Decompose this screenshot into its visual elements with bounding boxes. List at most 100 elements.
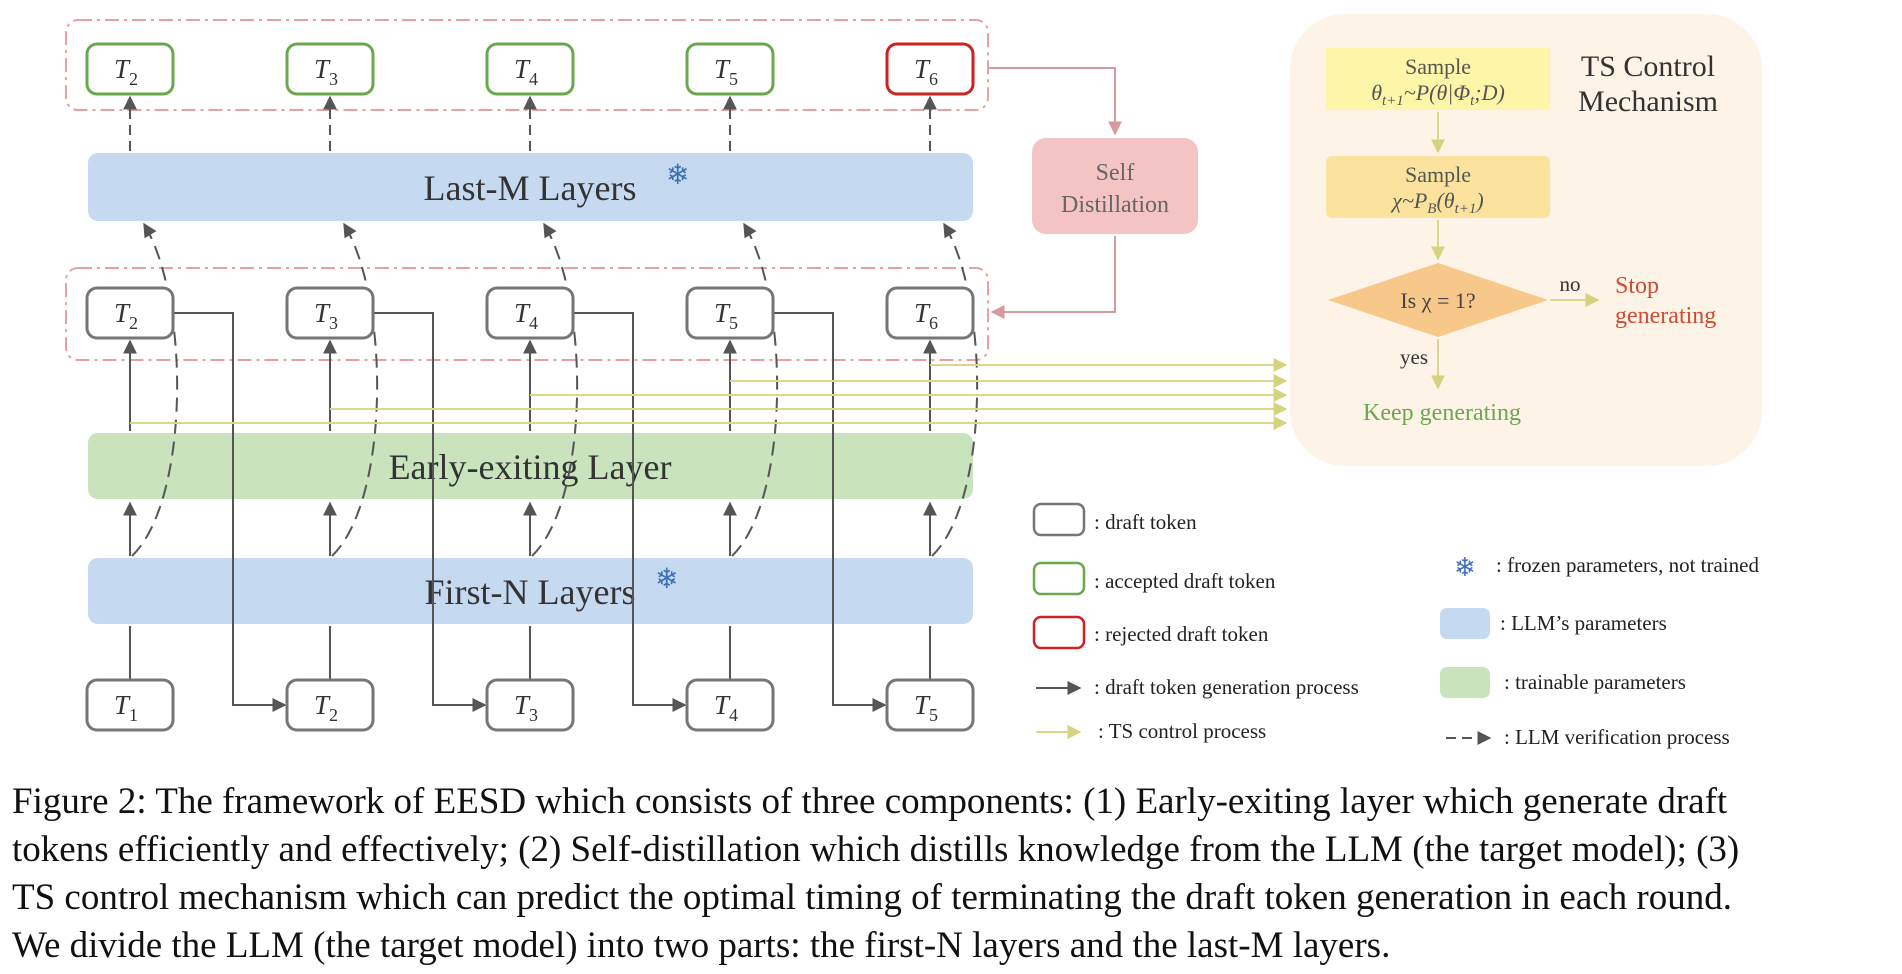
token-box: T4 <box>485 42 575 96</box>
verification-curve <box>131 222 179 557</box>
token-letter: T <box>314 690 331 720</box>
token-letter: T <box>314 54 331 84</box>
caption-line: tokens efficiently and effectively; (2) … <box>12 829 1740 870</box>
early-exiting-layer-bar <box>88 433 973 499</box>
self-distillation-arrow-out <box>990 236 1116 319</box>
token-subscript: 6 <box>929 313 938 333</box>
draft-generation-connectors <box>123 95 937 712</box>
token-letter: T <box>914 54 931 84</box>
token-label: T2 <box>114 298 138 333</box>
sample-chi-formula: χ~PB(θt+1) <box>1390 188 1483 217</box>
token-letter: T <box>714 690 731 720</box>
token-subscript: 3 <box>529 705 538 725</box>
token-border <box>885 678 975 732</box>
token-box: T5 <box>885 678 975 732</box>
caption-line: Figure 2: The framework of EESD which co… <box>12 781 1728 822</box>
ts-control-title-line2: Mechanism <box>1578 85 1718 118</box>
self-distillation-box <box>1032 138 1198 234</box>
token-box: T5 <box>685 42 775 96</box>
token-label: T1 <box>114 690 138 725</box>
ts-control-connectors <box>130 358 1288 430</box>
token-border <box>685 42 775 96</box>
token-subscript: 2 <box>129 69 138 89</box>
token-subscript: 6 <box>929 69 938 89</box>
first-n-layers-label: First-N Layers <box>425 572 636 612</box>
token-label: T2 <box>114 54 138 89</box>
token-subscript: 2 <box>129 313 138 333</box>
token-label: T6 <box>914 54 938 89</box>
decision-diamond <box>1328 263 1548 337</box>
token-box: T6 <box>885 286 975 340</box>
token-label: T5 <box>714 298 738 333</box>
token-letter: T <box>514 690 531 720</box>
token-border <box>285 678 375 732</box>
token-subscript: 4 <box>529 313 538 333</box>
sample-theta-label: Sample <box>1405 54 1471 79</box>
legend-generation-text: : draft token generation process <box>1094 675 1359 699</box>
early-exiting-layer-label: Early-exiting Layer <box>389 447 672 487</box>
token-letter: T <box>114 54 131 84</box>
token-subscript: 3 <box>329 69 338 89</box>
eesd-framework-diagram: Last-M Layers ❄ Early-exiting Layer Firs… <box>65 14 1762 749</box>
token-subscript: 5 <box>929 705 938 725</box>
caption-line: TS control mechanism which can predict t… <box>12 877 1732 918</box>
feedback-arrow <box>173 312 287 712</box>
decision-label: Is χ = 1? <box>1400 288 1475 313</box>
stop-label-line2: generating <box>1615 303 1716 329</box>
legend-frozen-text: : frozen parameters, not trained <box>1496 553 1759 577</box>
token-box: T3 <box>485 678 575 732</box>
token-border <box>885 42 975 96</box>
legend-verification-text: : LLM verification process <box>1504 725 1730 749</box>
no-label: no <box>1560 272 1581 296</box>
sample-chi-box <box>1326 156 1550 218</box>
token-label: T5 <box>914 690 938 725</box>
ts-control-title-line1: TS Control <box>1581 50 1715 83</box>
token-letter: T <box>914 690 931 720</box>
token-border <box>85 286 175 340</box>
token-subscript: 5 <box>729 313 738 333</box>
legend-accepted-text: : accepted draft token <box>1094 569 1276 593</box>
token-label: T4 <box>714 690 738 725</box>
verification-connectors <box>131 222 979 557</box>
token-subscript: 3 <box>329 313 338 333</box>
token-box: T2 <box>285 678 375 732</box>
snowflake-icon: ❄ <box>1454 553 1476 582</box>
verification-curve <box>531 222 579 557</box>
token-label: T3 <box>314 298 338 333</box>
token-border <box>285 286 375 340</box>
token-label: T2 <box>314 690 338 725</box>
token-box: T4 <box>685 678 775 732</box>
self-distillation-label-line1: Self <box>1096 160 1135 186</box>
token-box: T4 <box>485 286 575 340</box>
middle-token-group-frame <box>65 267 989 361</box>
snowflake-icon: ❄ <box>655 564 678 595</box>
token-box: T2 <box>85 42 175 96</box>
legend-llm-text: : LLM’s parameters <box>1500 611 1667 635</box>
verification-curve <box>731 222 779 557</box>
token-letter: T <box>114 298 131 328</box>
stop-label-line1: Stop <box>1615 273 1659 299</box>
feedback-arrow <box>373 312 487 712</box>
token-subscript: 4 <box>529 69 538 89</box>
token-border <box>685 286 775 340</box>
first-n-layers-bar <box>88 558 973 624</box>
token-border <box>485 42 575 96</box>
last-m-layers-label: Last-M Layers <box>424 168 637 208</box>
caption-line: We divide the LLM (the target model) int… <box>12 925 1391 966</box>
token-box: T3 <box>285 286 375 340</box>
token-subscript: 4 <box>729 705 738 725</box>
token-label: T3 <box>314 54 338 89</box>
snowflake-icon: ❄ <box>666 160 689 191</box>
token-box: T3 <box>285 42 375 96</box>
self-distillation-arrow-in <box>988 67 1122 136</box>
legend-draft-text: : draft token <box>1094 510 1197 534</box>
token-letter: T <box>714 54 731 84</box>
legend-rejected-text: : rejected draft token <box>1094 622 1269 646</box>
legend-trainable-swatch <box>1440 667 1490 698</box>
self-distillation-label-line2: Distillation <box>1061 192 1169 218</box>
sample-chi-label: Sample <box>1405 162 1471 187</box>
token-subscript: 1 <box>129 705 138 725</box>
